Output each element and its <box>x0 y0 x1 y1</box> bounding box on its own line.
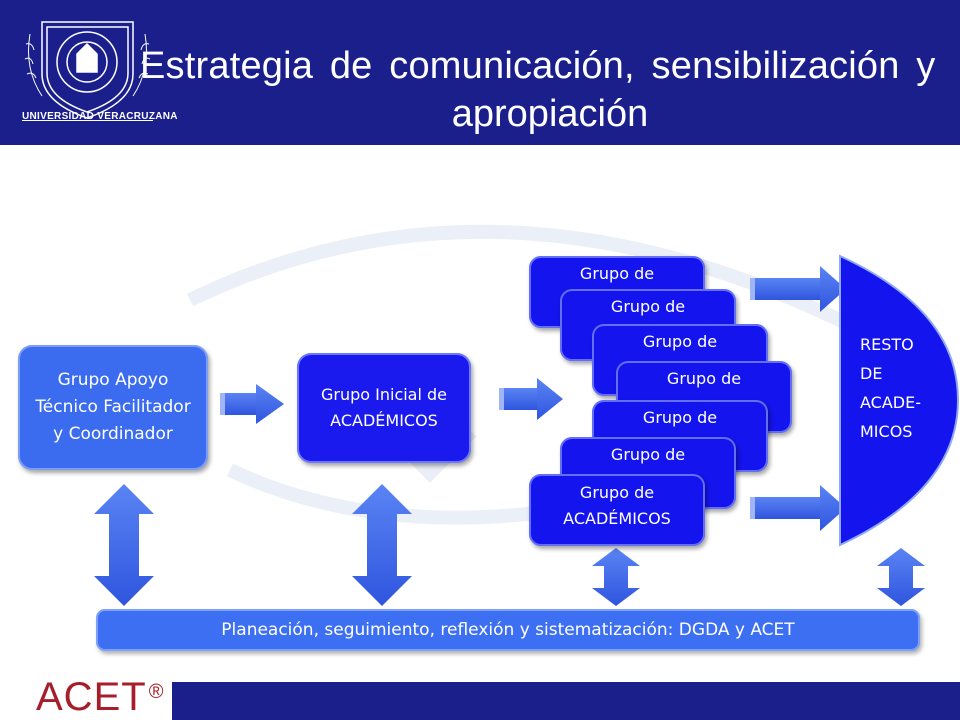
grupo-stack-7-label: Grupo de ACADÉMICOS <box>563 483 671 528</box>
title-line-2: apropiación <box>451 93 649 135</box>
double-arrow-2 <box>352 484 412 606</box>
double-arrow-1 <box>94 484 154 606</box>
flow-arrow-1 <box>220 384 284 424</box>
footer-bar <box>172 682 960 720</box>
flow-arrow-3 <box>750 266 846 312</box>
grupo-apoyo-box: Grupo Apoyo Técnico Facilitador y Coordi… <box>18 345 208 470</box>
grupo-inicial-label: Grupo Inicial de ACADÉMICOS <box>320 385 448 430</box>
title-line-1: Estrategia de comunicación, sensibilizac… <box>140 45 936 87</box>
grupo-stack-1-label: Grupo de <box>579 264 655 283</box>
grupo-stack-5-label: Grupo de <box>642 408 718 427</box>
university-logo <box>22 21 153 121</box>
planeacion-label: Planeación, seguimiento, reflexión y sis… <box>221 620 795 640</box>
page-title: Estrategia de comunicación, sensibilizac… <box>140 42 960 138</box>
grupo-apoyo-label: Grupo Apoyo Técnico Facilitador y Coordi… <box>35 370 191 444</box>
double-arrow-4 <box>877 548 925 606</box>
acet-brand: ACET <box>36 675 147 719</box>
flow-arrow-2 <box>499 378 563 420</box>
resto-academicos-label: RESTO DE ACADE- MICOS <box>860 335 921 441</box>
registered-mark: ® <box>148 681 165 703</box>
grupo-stack-3-label: Grupo de <box>642 332 718 351</box>
flow-arrow-4 <box>750 485 846 531</box>
grupo-stack-6-label: Grupo de <box>610 445 686 464</box>
logo-caption: UNIVERSIDAD VERACRUZANA <box>22 111 178 122</box>
double-arrow-3 <box>592 548 640 606</box>
grupo-stack-7: Grupo de ACADÉMICOS <box>529 474 705 546</box>
header-banner <box>0 0 960 145</box>
grupo-stack-2-label: Grupo de <box>610 297 686 316</box>
grupo-inicial-box: Grupo Inicial de ACADÉMICOS <box>297 353 471 463</box>
grupo-stack-4-label: Grupo de <box>666 369 742 388</box>
planeacion-bar: Planeación, seguimiento, reflexión y sis… <box>96 609 920 651</box>
acet-logo: ACET® <box>36 675 164 720</box>
resto-academicos-shape <box>839 254 960 547</box>
